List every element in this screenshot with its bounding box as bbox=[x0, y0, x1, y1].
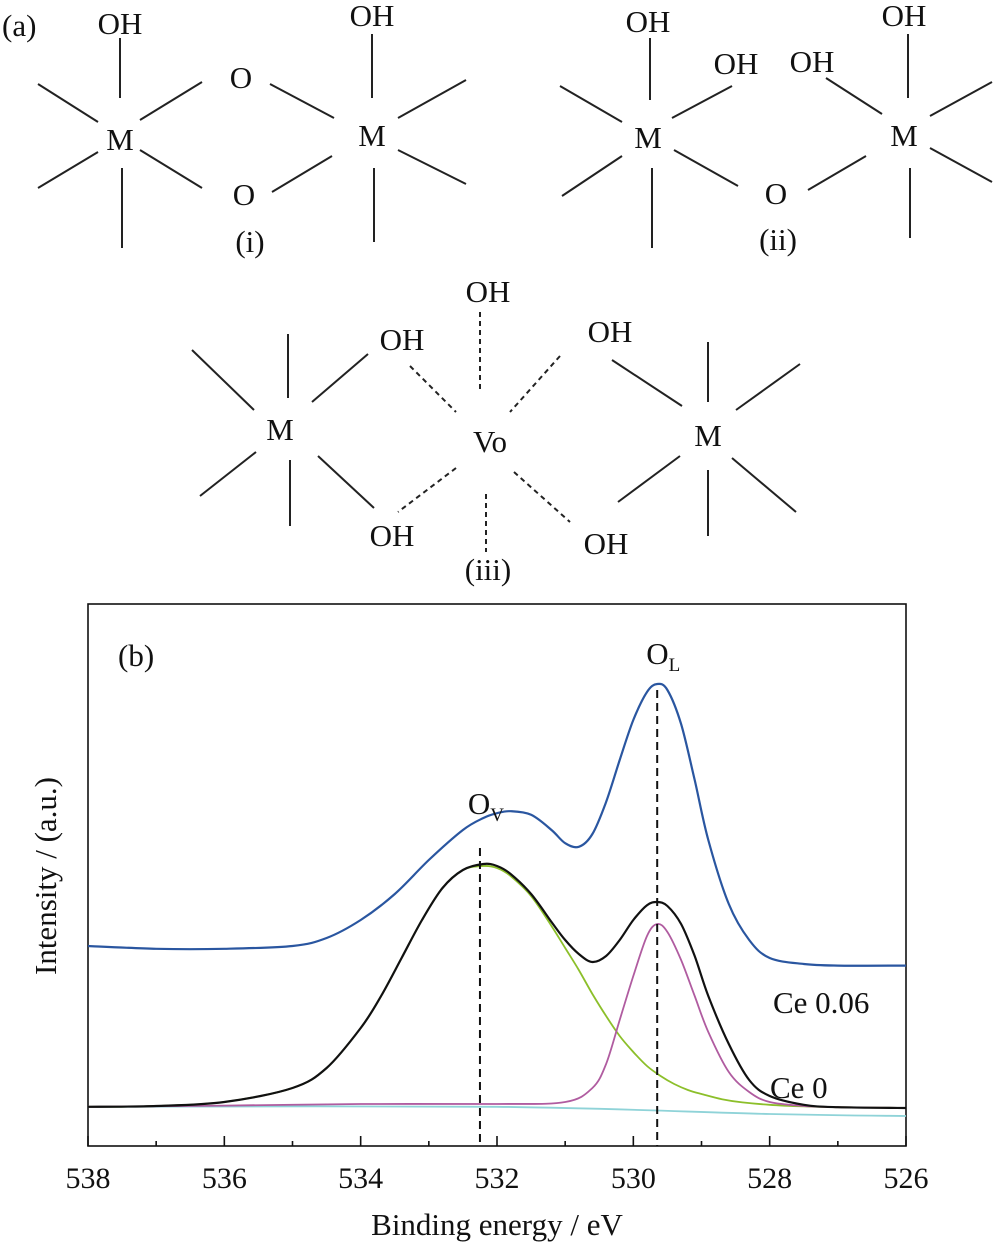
annotation-ov-main: O bbox=[468, 786, 490, 821]
panel-a-label: (a) bbox=[2, 8, 36, 43]
bond bbox=[611, 359, 683, 407]
oxygen-label: O bbox=[765, 176, 787, 211]
metal-label: M bbox=[266, 412, 294, 447]
plot-frame bbox=[87, 603, 907, 1147]
x-tick-label: 530 bbox=[611, 1162, 656, 1195]
bond bbox=[139, 81, 203, 121]
oh-label: OH bbox=[350, 0, 395, 33]
oh-label: OH bbox=[98, 6, 143, 41]
annotation-ov: OV bbox=[468, 786, 504, 826]
dashed-bond bbox=[509, 355, 561, 413]
bond bbox=[929, 81, 993, 117]
metal-label: M bbox=[358, 118, 386, 153]
series-label-ce-0-06: Ce 0.06 bbox=[773, 985, 869, 1020]
bond bbox=[559, 85, 623, 123]
bond bbox=[731, 457, 797, 513]
x-tick-label: 526 bbox=[884, 1162, 929, 1195]
oh-label: OH bbox=[466, 274, 511, 309]
bond bbox=[37, 83, 99, 123]
oh-label: OH bbox=[882, 0, 927, 33]
bond bbox=[139, 149, 203, 189]
dashed-bond bbox=[409, 365, 457, 413]
annotation-ol-main: O bbox=[646, 636, 668, 671]
series-line-background bbox=[87, 1105, 907, 1117]
x-tick-label: 538 bbox=[66, 1162, 111, 1195]
bond bbox=[37, 151, 99, 189]
annotation-ol-sub: L bbox=[669, 655, 681, 676]
bond bbox=[673, 149, 739, 187]
oh-label: OH bbox=[626, 4, 671, 39]
series-line-ol-component bbox=[87, 922, 907, 1109]
bond bbox=[191, 349, 255, 411]
annotation-ov-sub: V bbox=[490, 805, 504, 826]
bond bbox=[317, 455, 375, 509]
vacancy-label: Vo bbox=[473, 424, 507, 459]
metal-label: M bbox=[694, 418, 722, 453]
dashed-bond bbox=[397, 467, 457, 513]
panel-b-label: (b) bbox=[118, 638, 154, 673]
oh-label: OH bbox=[588, 314, 633, 349]
oxygen-label: O bbox=[230, 60, 252, 95]
metal-label: M bbox=[634, 120, 662, 155]
structure-caption: (i) bbox=[235, 224, 264, 259]
oh-label: OH bbox=[370, 518, 415, 553]
structure-ii: OH OH M O OH OH M (ii) bbox=[559, 0, 993, 257]
bond bbox=[271, 155, 333, 193]
bond bbox=[561, 155, 623, 197]
oh-label: OH bbox=[380, 322, 425, 357]
bond bbox=[397, 79, 467, 119]
oxygen-label: O bbox=[233, 177, 255, 212]
series-line-ce-0-06 bbox=[87, 682, 907, 967]
oh-label: OH bbox=[584, 526, 629, 561]
bond bbox=[735, 363, 801, 411]
bond bbox=[807, 155, 867, 191]
panel-a: (a) OH M O O OH M (i) bbox=[2, 0, 993, 587]
series-label-ce-0: Ce 0 bbox=[770, 1070, 828, 1105]
oh-label: OH bbox=[790, 44, 835, 79]
structure-iii: OH OH OH M Vo M OH OH (iii) bbox=[191, 274, 801, 587]
x-tick-labels: 538 536 534 532 530 528 526 bbox=[66, 1162, 929, 1195]
bond bbox=[929, 147, 993, 183]
x-ticks bbox=[87, 1136, 907, 1146]
x-tick-label: 534 bbox=[338, 1162, 383, 1195]
series-line-ce-0 bbox=[87, 862, 907, 1110]
bond bbox=[671, 85, 733, 119]
bond bbox=[617, 455, 681, 503]
bond bbox=[199, 451, 257, 497]
x-tick-label: 528 bbox=[747, 1162, 792, 1195]
plot-lines bbox=[87, 682, 907, 1117]
structure-i: OH M O O OH M (i) bbox=[37, 0, 467, 259]
y-axis-label: Intensity / (a.u.) bbox=[28, 777, 63, 975]
x-tick-label: 532 bbox=[475, 1162, 520, 1195]
structure-caption: (ii) bbox=[759, 222, 797, 257]
oh-label: OH bbox=[714, 46, 759, 81]
x-tick-label: 536 bbox=[202, 1162, 247, 1195]
bond bbox=[397, 149, 467, 185]
metal-label: M bbox=[106, 122, 134, 157]
x-axis-label: Binding energy / eV bbox=[371, 1207, 623, 1242]
structure-caption: (iii) bbox=[465, 552, 512, 587]
bond bbox=[269, 83, 335, 119]
metal-label: M bbox=[890, 118, 918, 153]
bond bbox=[311, 353, 369, 403]
annotation-ol: OL bbox=[646, 636, 680, 676]
bond bbox=[825, 77, 883, 115]
dashed-bond bbox=[513, 471, 571, 523]
annotation-lines bbox=[478, 690, 659, 1146]
